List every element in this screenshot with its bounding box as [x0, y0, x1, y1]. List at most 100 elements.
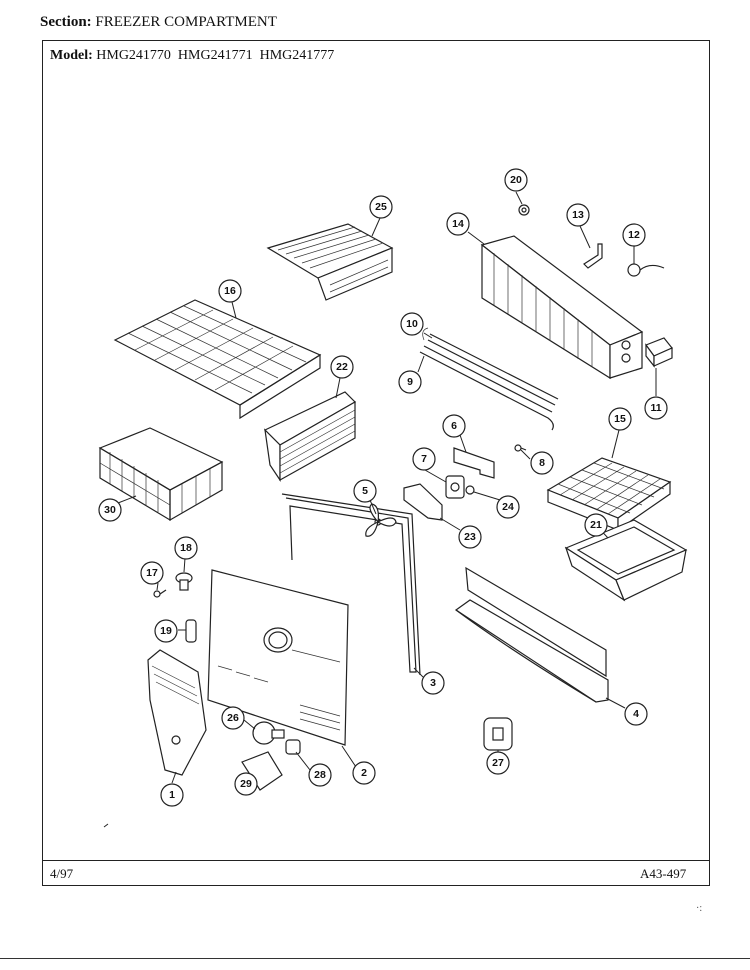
model-values: HMG241770 HMG241771 HMG241777	[96, 48, 335, 63]
footer-rule	[42, 860, 710, 861]
svg-text:5: 5	[362, 485, 368, 497]
part-24-grommet	[465, 485, 475, 495]
callout-4: 4	[624, 702, 648, 726]
part-4-bin-rail	[454, 566, 609, 703]
part-1-light-cover	[147, 649, 207, 776]
callout-20: 20	[504, 168, 528, 192]
svg-text:20: 20	[510, 174, 522, 186]
section-label: Section:	[40, 14, 92, 30]
svg-text:2: 2	[361, 767, 367, 779]
part-12-sensor	[627, 263, 665, 277]
svg-text:1: 1	[169, 789, 175, 801]
callout-10: 10	[400, 312, 424, 336]
callout-28: 28	[308, 763, 332, 787]
part-20-grommet	[518, 204, 530, 216]
part-2-rear-panel	[207, 569, 349, 746]
callout-7: 7	[412, 447, 436, 471]
section-value: FREEZER COMPARTMENT	[95, 14, 277, 30]
svg-text:6: 6	[451, 420, 457, 432]
diagram-frame	[42, 40, 710, 886]
svg-text:26: 26	[227, 712, 239, 724]
callout-13: 13	[566, 203, 590, 227]
part-23-motor-bracket	[403, 483, 443, 521]
callout-12: 12	[622, 223, 646, 247]
callout-16: 16	[218, 279, 242, 303]
footer-page-code: A43-497	[640, 866, 687, 881]
callout-25: 25	[369, 195, 393, 219]
part-17-screw	[153, 589, 167, 598]
svg-text:19: 19	[160, 625, 172, 637]
part-26-bulb	[252, 721, 285, 745]
svg-text:16: 16	[224, 285, 236, 297]
callout-29: 29	[234, 772, 258, 796]
model-label: Model:	[50, 48, 93, 63]
callout-9: 9	[398, 370, 422, 394]
callout-19: 19	[154, 619, 178, 643]
callout-27: 27	[486, 751, 510, 775]
svg-text:23: 23	[464, 531, 476, 543]
callout-30: 30	[98, 498, 122, 522]
callout-11: 11	[644, 396, 668, 420]
svg-text:10: 10	[406, 318, 418, 330]
svg-text:22: 22	[336, 361, 348, 373]
part-13-bracket	[583, 243, 603, 269]
callout-22: 22	[330, 355, 354, 379]
part-6-fan-bracket	[453, 447, 495, 479]
scan-speck: ·:	[696, 903, 703, 914]
svg-text:4: 4	[633, 708, 639, 720]
part-25-cover	[266, 223, 394, 301]
svg-text:11: 11	[650, 402, 661, 414]
svg-text:24: 24	[502, 501, 514, 513]
callout-5: 5	[353, 479, 377, 503]
svg-text:14: 14	[452, 218, 464, 230]
callout-24: 24	[496, 495, 520, 519]
svg-text:25: 25	[375, 201, 387, 213]
svg-text:27: 27	[492, 757, 504, 769]
part-3-gasket	[281, 493, 421, 676]
part-30-basket	[98, 427, 224, 522]
callout-18: 18	[174, 536, 198, 560]
svg-text:15: 15	[614, 413, 626, 425]
svg-text:9: 9	[407, 376, 413, 388]
svg-text:13: 13	[572, 209, 584, 221]
callout-21: 21	[584, 513, 608, 537]
part-19-clip	[185, 619, 197, 643]
svg-text:7: 7	[421, 453, 427, 465]
part-5-fan-blade	[365, 503, 397, 537]
stray-mark	[103, 823, 109, 828]
part-22-louver-panel	[263, 391, 356, 482]
callout-3: 3	[421, 671, 445, 695]
part-11-terminal-block	[645, 337, 673, 368]
part-21-ice-bin	[564, 519, 688, 602]
svg-text:18: 18	[180, 542, 192, 554]
callout-14: 14	[446, 212, 470, 236]
svg-text:30: 30	[104, 504, 116, 516]
svg-text:3: 3	[430, 677, 436, 689]
callout-8: 8	[530, 451, 554, 475]
part-18-plug	[175, 572, 193, 591]
callout-26: 26	[221, 706, 245, 730]
part-15-ice-tray	[546, 457, 672, 532]
callout-2: 2	[352, 761, 376, 785]
model-heading: Model: HMG241770 HMG241771 HMG241777	[50, 48, 334, 64]
part-7-fan-motor	[445, 475, 465, 499]
part-27-label	[483, 717, 513, 751]
svg-text:12: 12	[628, 229, 640, 241]
callout-23: 23	[458, 525, 482, 549]
svg-text:8: 8	[539, 457, 545, 469]
part-9-heater-tube	[419, 345, 554, 431]
part-16-wire-shelf	[113, 299, 322, 420]
page-bottom-rule	[0, 958, 750, 959]
footer-date: 4/97	[50, 866, 74, 881]
svg-text:28: 28	[314, 769, 326, 781]
callout-15: 15	[608, 407, 632, 431]
callout-1: 1	[160, 783, 184, 807]
svg-text:29: 29	[240, 778, 252, 790]
svg-text:21: 21	[590, 519, 602, 531]
section-heading: Section: FREEZER COMPARTMENT	[40, 14, 277, 31]
svg-text:17: 17	[146, 567, 158, 579]
part-10-heater	[422, 327, 559, 406]
part-8-nut	[514, 444, 527, 452]
callout-6: 6	[442, 414, 466, 438]
